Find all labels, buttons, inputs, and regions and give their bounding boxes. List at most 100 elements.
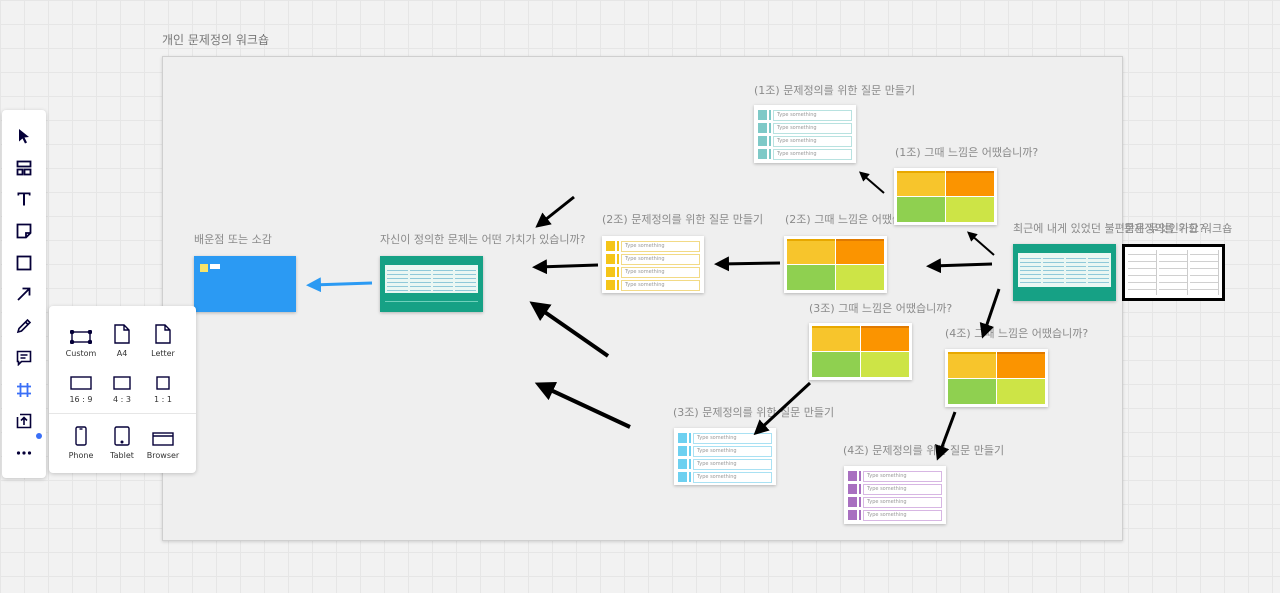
label-learned[interactable]: 배운점 또는 소감 <box>194 233 272 246</box>
pen-tool[interactable] <box>10 312 38 340</box>
frame-option-letter[interactable]: Letter <box>141 322 185 358</box>
arrow <box>926 258 993 274</box>
templates-icon <box>16 160 32 176</box>
label-g1-feeling[interactable]: (1조) 그때 느낌은 어땠습니까? <box>895 146 1039 159</box>
arrow <box>858 171 885 194</box>
question-input[interactable]: Type something <box>863 509 942 521</box>
text-tool[interactable] <box>10 185 38 213</box>
sticky-note[interactable] <box>200 264 208 272</box>
question-input[interactable]: Type something <box>693 432 772 444</box>
arrow <box>529 301 610 358</box>
more-tools[interactable] <box>10 432 42 467</box>
label-g3-feeling[interactable]: (3조) 그때 느낌은 어땠습니까? <box>809 302 953 315</box>
arrow <box>753 381 812 436</box>
arrow <box>935 411 957 461</box>
frame-option-16-9[interactable]: 16 : 9 <box>59 368 103 404</box>
left-toolbar <box>2 110 46 478</box>
g3-question-template[interactable]: Type something Type something Type somet… <box>674 428 776 485</box>
question-input[interactable]: Type something <box>621 266 700 278</box>
arrow-line-icon <box>17 288 31 302</box>
value-board[interactable] <box>380 256 483 312</box>
g1-feeling-grid[interactable] <box>894 168 997 225</box>
arrow <box>532 259 599 275</box>
select-tool[interactable] <box>10 122 38 150</box>
phone-icon <box>75 426 87 446</box>
templates-tool[interactable] <box>10 154 38 182</box>
text-icon <box>17 192 31 206</box>
arrow <box>979 288 1001 339</box>
label-g2-questions[interactable]: (2조) 문제정의를 위한 질문 만들기 <box>602 213 764 226</box>
frame-icon <box>17 382 31 397</box>
ratio-4-3-icon <box>113 376 131 390</box>
question-input[interactable]: Type something <box>773 135 852 147</box>
frame-option-browser[interactable]: Browser <box>141 424 185 460</box>
question-input[interactable]: Type something <box>863 496 942 508</box>
question-input[interactable]: Type something <box>773 148 852 160</box>
question-input[interactable]: Type something <box>621 253 700 265</box>
question-input[interactable]: Type something <box>621 279 700 291</box>
frame-option-label: Custom <box>65 349 97 358</box>
notification-dot <box>36 432 42 439</box>
ratio-16-9-icon <box>70 376 92 390</box>
g1-question-template[interactable]: Type something Type something Type somet… <box>754 105 856 163</box>
upload-tool[interactable] <box>10 407 38 435</box>
question-input[interactable]: Type something <box>863 470 942 482</box>
browser-icon <box>152 432 174 446</box>
sticky-note-tool[interactable] <box>10 217 38 245</box>
cursor-icon <box>19 129 29 144</box>
frame-option-label: Letter <box>151 349 175 358</box>
frame-option-tablet[interactable]: Tablet <box>100 424 144 460</box>
frame-option-a4[interactable]: A4 <box>100 322 144 358</box>
workshop-board[interactable] <box>1122 244 1225 301</box>
frame-option-label: 16 : 9 <box>69 395 93 404</box>
learned-board[interactable] <box>194 256 296 312</box>
more-icon <box>16 451 32 455</box>
recent-board[interactable] <box>1013 244 1116 301</box>
label-recent[interactable]: 최근에 내게 있었던 불편함은 무엇인가요? <box>1013 222 1205 235</box>
frame-option-label: 4 : 3 <box>113 395 131 404</box>
frame-option-1-1[interactable]: 1 : 1 <box>141 368 185 404</box>
question-input[interactable]: Type something <box>773 109 852 121</box>
label-g1-questions[interactable]: (1조) 문제정의를 위한 질문 만들기 <box>754 84 916 97</box>
comment-tool[interactable] <box>10 344 38 372</box>
ratio-1-1-icon <box>156 376 170 390</box>
frame-presets-panel: Custom A4 Letter 16 : 9 4 : 3 1 : 1 Phon… <box>49 306 196 473</box>
g4-question-template[interactable]: Type something Type something Type somet… <box>844 466 946 524</box>
sticky-note[interactable] <box>210 264 220 269</box>
g2-feeling-grid[interactable] <box>784 236 887 293</box>
frame-option-label: Tablet <box>110 451 134 460</box>
frame-option-phone[interactable]: Phone <box>59 424 103 460</box>
question-input[interactable]: Type something <box>863 483 942 495</box>
question-input[interactable]: Type something <box>693 445 772 457</box>
square-icon <box>16 255 32 271</box>
label-g3-questions[interactable]: (3조) 문제정의를 위한 질문 만들기 <box>673 406 835 419</box>
label-g2-feeling[interactable]: (2조) 그때 느낌은 어땠습니까? <box>785 213 929 226</box>
label-g4-questions[interactable]: (4조) 문제정의를 위한 질문 만들기 <box>843 444 1005 457</box>
frame-tool[interactable] <box>10 376 38 404</box>
arrow <box>306 277 373 293</box>
g2-question-template[interactable]: Type something Type something Type somet… <box>602 236 704 293</box>
label-workshop[interactable]: 문제정의를 위한 워크숍 <box>1124 222 1233 235</box>
g3-feeling-grid[interactable] <box>809 323 912 380</box>
question-input[interactable]: Type something <box>621 240 700 252</box>
frame-option-4-3[interactable]: 4 : 3 <box>100 368 144 404</box>
arrow <box>714 256 781 272</box>
connection-line-tool[interactable] <box>10 280 38 308</box>
question-input[interactable]: Type something <box>693 471 772 483</box>
frame-title[interactable]: 개인 문제정의 워크숍 <box>162 33 269 47</box>
arrow <box>535 195 575 228</box>
comment-icon <box>16 350 32 366</box>
panel-divider <box>49 413 196 414</box>
frame-option-label: 1 : 1 <box>154 395 172 404</box>
letter-page-icon <box>155 324 171 344</box>
shape-tool[interactable] <box>10 249 38 277</box>
a4-page-icon <box>114 324 130 344</box>
upload-icon <box>16 413 32 429</box>
g4-feeling-grid[interactable] <box>945 349 1048 407</box>
question-input[interactable]: Type something <box>773 122 852 134</box>
question-input[interactable]: Type something <box>693 458 772 470</box>
label-value-question[interactable]: 자신이 정의한 문제는 어떤 가치가 있습니까? <box>380 233 586 246</box>
arrow <box>966 231 995 256</box>
frame-option-custom[interactable]: Custom <box>59 322 103 358</box>
